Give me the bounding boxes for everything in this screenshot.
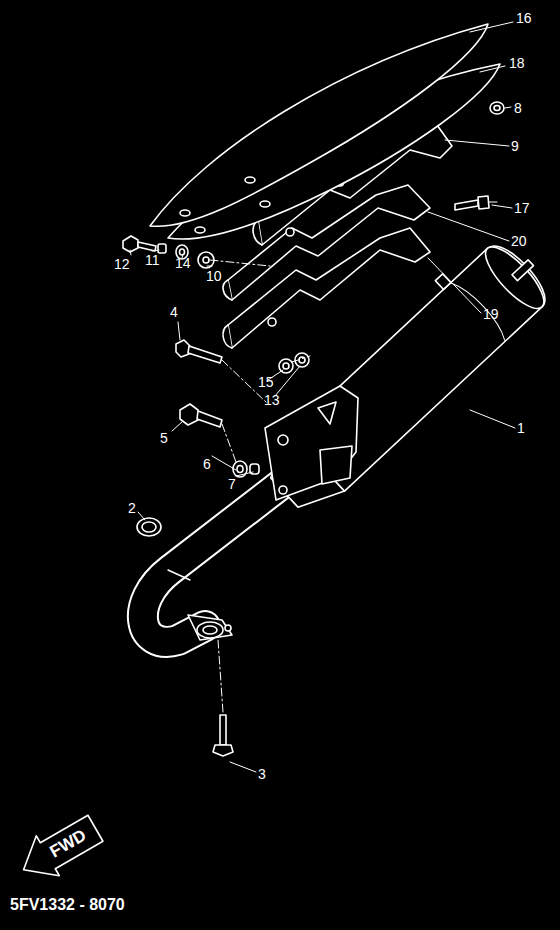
callout-number: 1 [517,420,525,436]
gasket [137,518,161,536]
callout-number: 3 [258,766,266,782]
callout-number: 15 [258,374,274,390]
callout-number: 12 [114,256,130,272]
bolt [455,196,489,210]
callout-number: 2 [128,500,136,516]
bolt [176,340,222,363]
callout-number: 9 [511,138,519,154]
callout-number: 6 [203,456,211,472]
callout-number: 18 [509,55,525,71]
muffler-bracket [265,386,358,500]
callout-number: 19 [483,306,499,322]
pipe-flange [188,615,232,640]
assembly-line [210,202,500,712]
callout-number: 4 [170,304,178,320]
callout-number: 16 [516,10,532,26]
callout-number: 11 [145,252,160,268]
bolt [123,236,156,252]
callout-number: 14 [175,255,191,271]
spacer [158,244,166,253]
callout-number: 8 [514,100,522,116]
callout-number: 17 [514,200,530,216]
washer [490,102,504,114]
exhaust-header-pipe [143,462,310,642]
callout-number: 5 [160,430,168,446]
bolt [180,404,222,427]
callout-number: 13 [264,392,280,408]
callout-number: 20 [511,233,527,249]
muffler [249,225,558,522]
callout-number: 10 [206,268,222,284]
bolt [213,715,233,756]
arrow-shape [12,808,107,889]
part-code: 5FV1332 - 8070 [10,897,125,913]
callout-number: 7 [228,476,236,492]
leader-line [130,22,515,772]
protector-cover [150,24,488,226]
direction-arrow: FWD [12,808,107,889]
